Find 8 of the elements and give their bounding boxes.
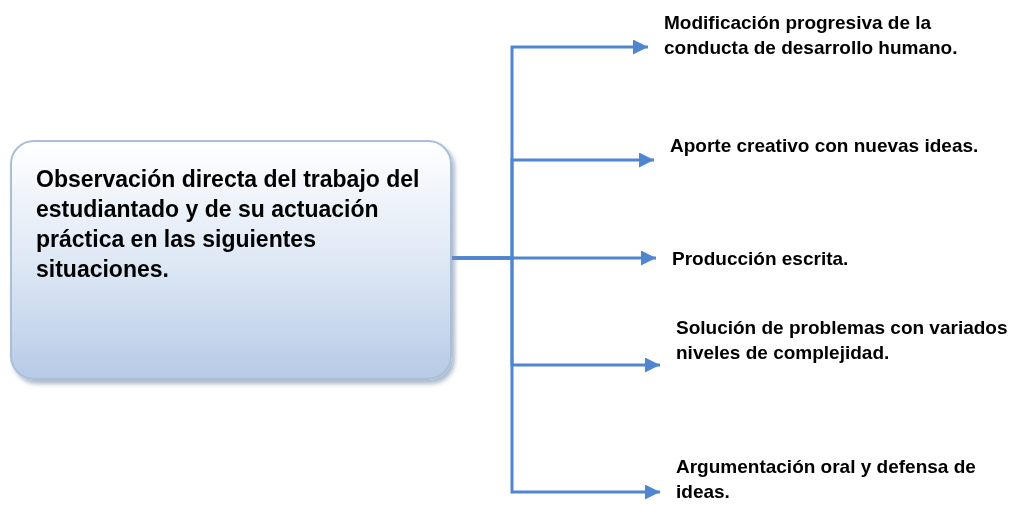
text-label: Aporte creativo con nuevas ideas. bbox=[654, 133, 1026, 158]
arrow bbox=[452, 256, 660, 500]
text-label: Modificación progresiva de la conducta de desarrollo humano. bbox=[648, 10, 1008, 60]
box-text: Observación directa del trabajo del estudiantado y de su actuación práctica en las siguientes situaciones. bbox=[36, 165, 421, 284]
text-label: Producción escrita. bbox=[656, 246, 976, 271]
text-label: Solución de problemas con variados niveles de complejidad. bbox=[660, 315, 1026, 365]
text-label: Argumentación oral y defensa de ideas. bbox=[660, 454, 990, 504]
rounded-box bbox=[10, 140, 452, 380]
